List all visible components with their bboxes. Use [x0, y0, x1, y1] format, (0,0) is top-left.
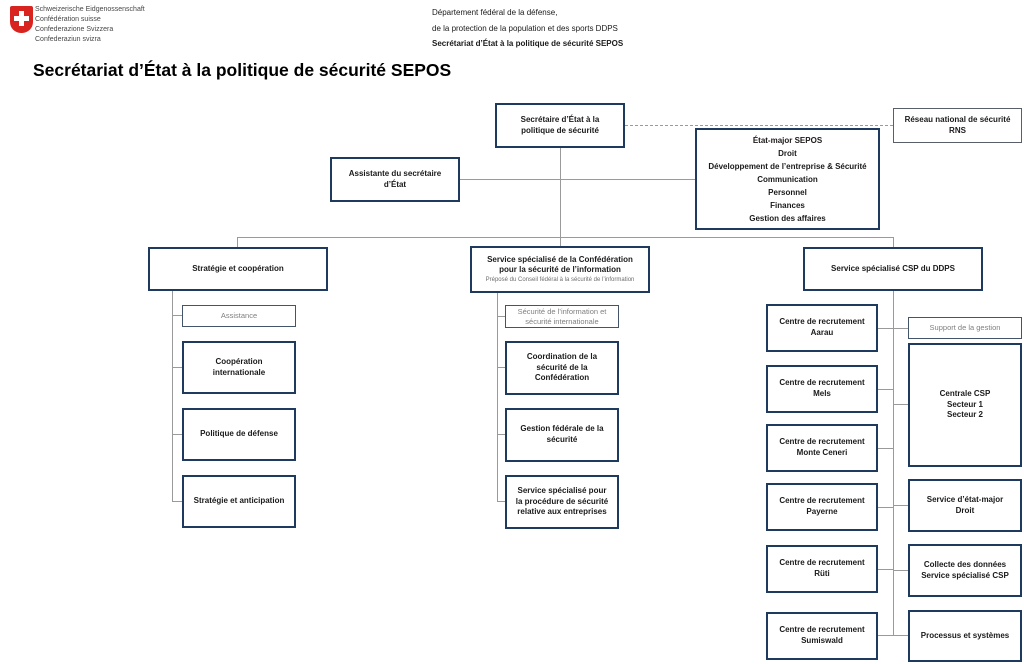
- node-centre-recrutement-monte-ceneri: Centre de recrutement Monte Ceneri: [766, 424, 878, 472]
- node-label: Service spécialisé de la Confédération p…: [487, 254, 633, 275]
- connector: [893, 570, 908, 571]
- node-service-procedure-securite: Service spécialisé pour la procédure de …: [505, 475, 619, 529]
- swiss-coat-of-arms-icon: [10, 6, 33, 33]
- node-centrale-csp: Centrale CSP Secteur 1 Secteur 2: [908, 343, 1022, 467]
- connector: [460, 179, 695, 180]
- node-support-gestion: Support de la gestion: [908, 317, 1022, 339]
- language-line: Schweizerische Eidgenossenschaft: [35, 6, 145, 13]
- connector: [172, 315, 182, 316]
- connector: [560, 237, 561, 246]
- node-centre-recrutement-payerne: Centre de recrutement Payerne: [766, 483, 878, 531]
- department-line: Secrétariat d’État à la politique de séc…: [432, 39, 624, 48]
- connector: [560, 148, 561, 237]
- node-centre-recrutement-sumiswald: Centre de recrutement Sumiswald: [766, 612, 878, 660]
- connector: [893, 291, 894, 636]
- connector: [893, 505, 908, 506]
- language-line: Confederaziun svizra: [35, 36, 101, 43]
- department-line: Département fédéral de la défense,: [432, 8, 558, 17]
- node-assistante-secretaire: Assistante du secrétaire d’État: [330, 157, 460, 202]
- connector: [497, 316, 505, 317]
- node-reseau-national-securite: Réseau national de sécurité RNS: [893, 108, 1022, 143]
- connector: [237, 237, 238, 247]
- node-etat-major-sepos: État-major SEPOS Droit Développement de …: [695, 128, 880, 230]
- connector: [172, 291, 173, 501]
- department-line: de la protection de la population et des…: [432, 23, 618, 33]
- connector: [878, 569, 893, 570]
- language-line: Confederazione Svizzera: [35, 26, 114, 33]
- connector: [878, 448, 893, 449]
- node-secretaire-detat: Secrétaire d’État à la politique de sécu…: [495, 103, 625, 148]
- node-centre-recrutement-mels: Centre de recrutement Mels: [766, 365, 878, 413]
- connector: [893, 237, 894, 247]
- node-gestion-federale-securite: Gestion fédérale de la sécurité: [505, 408, 619, 462]
- connector: [497, 367, 505, 368]
- node-strategie-cooperation: Stratégie et coopération: [148, 247, 328, 291]
- connector: [878, 389, 893, 390]
- node-strategie-anticipation: Stratégie et anticipation: [182, 475, 296, 528]
- connector: [893, 635, 908, 636]
- node-politique-defense: Politique de défense: [182, 408, 296, 461]
- connector: [893, 328, 908, 329]
- node-collecte-donnees-csp: Collecte des données Service spécialisé …: [908, 544, 1022, 597]
- node-assistance: Assistance: [182, 305, 296, 327]
- node-cooperation-internationale: Coopération internationale: [182, 341, 296, 394]
- node-coordination-securite-confederation: Coordination de la sécurité de la Conféd…: [505, 341, 619, 395]
- federal-languages-block: Schweizerische Eidgenossenschaft Confédé…: [35, 5, 145, 45]
- connector: [172, 367, 182, 368]
- language-line: Confédération suisse: [35, 16, 101, 23]
- node-service-csp-ddps: Service spécialisé CSP du DDPS: [803, 247, 983, 291]
- connector: [878, 328, 893, 329]
- node-service-etat-major-droit: Service d’état-major Droit: [908, 479, 1022, 532]
- connector-dashed-rns: [625, 125, 893, 126]
- node-sublabel: Préposé du Conseil fédéral à la sécurité…: [485, 276, 635, 283]
- node-centre-recrutement-aarau: Centre de recrutement Aarau: [766, 304, 878, 352]
- node-service-confederation-information: Service spécialisé de la Confédération p…: [470, 246, 650, 293]
- node-centre-recrutement-ruti: Centre de recrutement Rüti: [766, 545, 878, 593]
- connector: [172, 434, 182, 435]
- department-block: Département fédéral de la défense, de la…: [432, 5, 623, 52]
- connector: [893, 404, 908, 405]
- connector: [237, 237, 893, 238]
- connector: [172, 501, 182, 502]
- node-processus-systemes: Processus et systèmes: [908, 610, 1022, 662]
- connector: [497, 293, 498, 502]
- node-securite-information-internationale: Sécurité de l’information et sécurité in…: [505, 305, 619, 328]
- page-title: Secrétariat d’État à la politique de séc…: [33, 60, 452, 80]
- connector: [497, 434, 505, 435]
- connector: [878, 635, 893, 636]
- connector: [878, 507, 893, 508]
- connector: [497, 501, 505, 502]
